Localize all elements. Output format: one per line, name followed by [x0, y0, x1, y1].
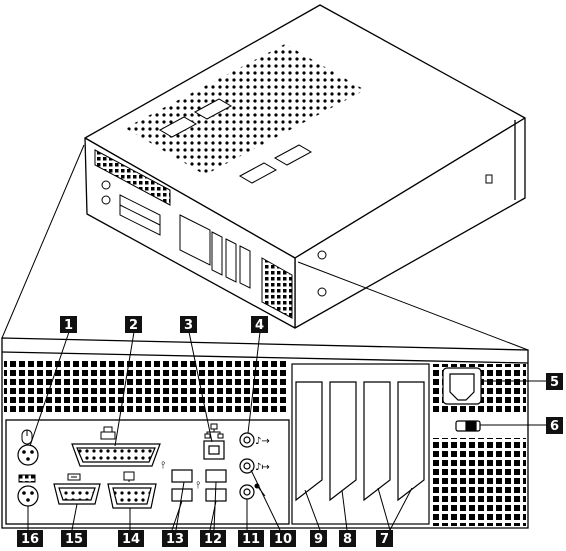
svg-text:♪↦: ♪↦ — [255, 462, 270, 473]
callout-14: 14 — [118, 530, 144, 547]
mouse-port — [18, 445, 38, 465]
callout-label: 13 — [166, 532, 184, 547]
slot-3 — [364, 382, 390, 500]
svg-text:⫯: ⫯ — [160, 460, 165, 471]
callout-label: 15 — [65, 532, 83, 547]
callout-label: 7 — [380, 532, 389, 547]
callout-11: 11 — [238, 530, 264, 547]
callout-label: 11 — [242, 532, 260, 547]
callout-label: 14 — [122, 532, 140, 547]
slot-4 — [398, 382, 424, 500]
callout-label: 12 — [204, 532, 222, 547]
callout-label: 5 — [550, 375, 559, 390]
callout-4: 4 — [251, 316, 268, 333]
callout-7: 7 — [376, 530, 393, 547]
callout-10: 10 — [270, 530, 296, 547]
callout-5: 5 — [546, 373, 563, 390]
usb-port-right-top — [206, 470, 226, 482]
callout-13: 13 — [162, 530, 188, 547]
svg-text:⫯: ⫯ — [195, 480, 200, 491]
slot-2 — [330, 382, 356, 500]
callout-16: 16 — [17, 530, 43, 547]
callout-1: 1 — [60, 316, 77, 333]
callout-8: 8 — [339, 530, 356, 547]
callout-label: 10 — [274, 532, 292, 547]
keyboard-port — [18, 486, 38, 506]
callout-label: 2 — [129, 318, 138, 333]
callout-9: 9 — [310, 530, 327, 547]
callout-6: 6 — [546, 417, 563, 434]
usb-port-left-top — [172, 470, 192, 482]
audio-line-in-icon: ♪→ — [255, 436, 270, 447]
svg-text:♪→: ♪→ — [255, 436, 270, 447]
callout-label: 8 — [343, 532, 352, 547]
callout-label: 16 — [21, 532, 39, 547]
expansion-slots — [292, 364, 429, 524]
audio-line-out-icon: ♪↦ — [255, 462, 270, 473]
slot-1 — [296, 382, 322, 500]
callout-12: 12 — [200, 530, 226, 547]
callout-label: 3 — [184, 318, 193, 333]
right-vent-grid-bottom — [432, 438, 526, 526]
callout-15: 15 — [61, 530, 87, 547]
callout-label: 6 — [550, 419, 559, 434]
callout-3: 3 — [180, 316, 197, 333]
keyboard-icon — [19, 475, 35, 482]
left-vent-grid — [4, 360, 287, 414]
callout-label: 4 — [255, 318, 264, 333]
callout-label: 1 — [64, 318, 73, 333]
callout-label: 9 — [314, 532, 323, 547]
callout-2: 2 — [125, 316, 142, 333]
computer-chassis — [85, 5, 525, 328]
